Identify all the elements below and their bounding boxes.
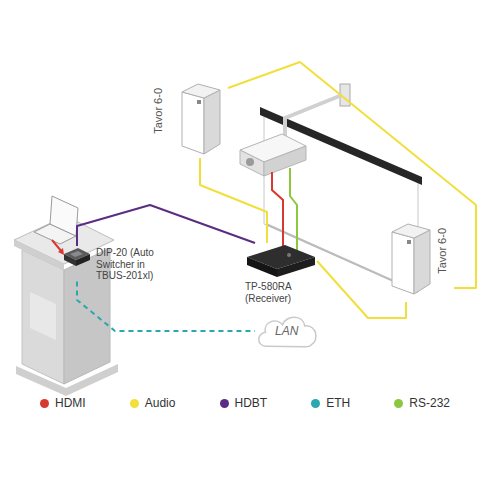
- legend-label: Audio: [145, 396, 176, 410]
- receiver-logo: [287, 253, 291, 257]
- node-label: TP-580RA (Receiver): [245, 281, 317, 304]
- legend-swatch: [220, 399, 229, 408]
- legend-label: HDBT: [235, 396, 268, 410]
- device-button: [70, 251, 83, 257]
- legend-swatch: [40, 399, 49, 408]
- legend: HDMI Audio HDBT ETH RS-232: [40, 396, 450, 410]
- laptop-screen: [50, 196, 78, 236]
- legend-swatch: [394, 399, 403, 408]
- speaker-logo: [407, 240, 411, 244]
- signal-cable: [228, 62, 476, 288]
- auto-switcher: DIP-20 (Auto Switcher in TBUS-201xl): [62, 246, 170, 282]
- signal-cable: [77, 282, 255, 332]
- node-label: Tavor 6-0: [436, 228, 448, 274]
- speaker-side: [414, 230, 430, 294]
- node-label: LAN: [275, 324, 298, 338]
- legend-item: HDMI: [40, 396, 86, 410]
- podium-front: [22, 250, 64, 384]
- signal-cable: [200, 158, 267, 243]
- legend-label: ETH: [326, 396, 350, 410]
- speaker-side: [204, 90, 220, 154]
- projector-lens: [246, 158, 254, 166]
- legend-item: HDBT: [220, 396, 268, 410]
- legend-item: Audio: [130, 396, 176, 410]
- projector-side: [264, 146, 306, 176]
- projector-mount: [285, 95, 342, 145]
- podium-desk-edge: [14, 240, 64, 270]
- switcher-device: [62, 246, 92, 268]
- legend-item: ETH: [311, 396, 350, 410]
- receiver-box: [245, 243, 317, 279]
- legend-item: RS-232: [394, 396, 450, 410]
- cloud-outline: [259, 317, 316, 347]
- speaker: Tavor 6-0: [150, 78, 228, 158]
- node-label: Tavor 6-0: [152, 88, 164, 134]
- signal-cable: [77, 205, 255, 246]
- receiver-front: [247, 257, 277, 277]
- speaker-front: [392, 232, 414, 294]
- legend-label: HDMI: [55, 396, 86, 410]
- projector-front: [240, 150, 264, 176]
- speaker-top: [392, 224, 430, 238]
- speaker: Tavor 6-0: [384, 218, 454, 302]
- speaker-icon: [384, 220, 432, 296]
- receiver: TP-580RA (Receiver): [245, 243, 317, 304]
- podium-panel: [30, 292, 56, 340]
- speaker-top: [182, 84, 220, 98]
- hdmi-wire: [272, 172, 283, 247]
- receiver-side: [277, 257, 315, 277]
- speaker-front: [182, 92, 204, 154]
- hdmi-arrowhead: [58, 248, 64, 255]
- speaker-icon: [174, 80, 222, 156]
- legend-swatch: [311, 399, 320, 408]
- speaker-logo: [197, 100, 201, 104]
- lan-cloud: LAN: [255, 312, 320, 350]
- rs232-wire: [290, 168, 297, 250]
- node-label: DIP-20 (Auto Switcher in TBUS-201xl): [96, 246, 170, 282]
- legend-label: RS-232: [409, 396, 450, 410]
- legend-swatch: [130, 399, 139, 408]
